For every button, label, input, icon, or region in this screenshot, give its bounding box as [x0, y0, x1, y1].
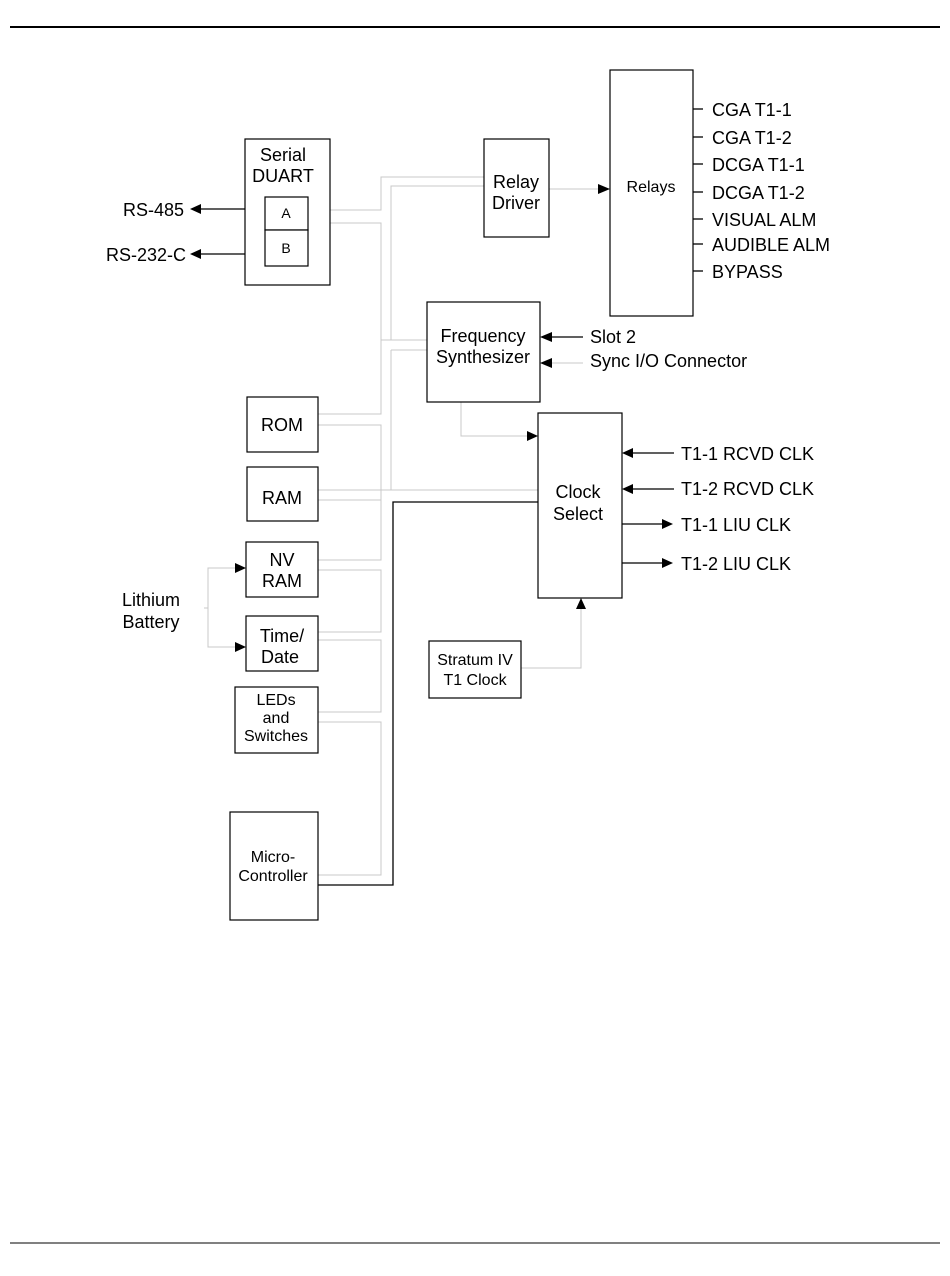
relay-output-cga-t1-1: CGA T1-1 — [712, 100, 792, 120]
rom-block: ROM — [246, 396, 319, 453]
relay-output-audible-alm: AUDIBLE ALM — [712, 235, 830, 255]
relays-block: Relays — [609, 69, 694, 317]
relay-output-dcga-t1-2: DCGA T1-2 — [712, 183, 805, 203]
relay-output-visual-alm: VISUAL ALM — [712, 210, 816, 230]
rom-label: ROM — [261, 415, 303, 435]
time-date-label-2: Date — [261, 647, 299, 667]
stratum-clock-label-1: Stratum IV — [437, 652, 513, 669]
port-b-label: B — [281, 240, 290, 256]
nv-ram-block: NV RAM — [245, 541, 319, 598]
clock-select-label-2: Select — [553, 504, 603, 524]
clock-select-block: Clock Select — [537, 412, 623, 599]
lithium-battery-label-1: Lithium — [122, 590, 180, 610]
bus-lines — [204, 176, 600, 876]
micro-controller-label-2: Controller — [238, 868, 308, 885]
ram-label: RAM — [262, 488, 302, 508]
time-date-label-1: Time/ — [260, 626, 304, 646]
serial-duart-block: Serial DUART A B — [244, 138, 331, 286]
nv-ram-label-1: NV — [269, 550, 294, 570]
ram-block: RAM — [246, 466, 319, 522]
rs485-label: RS-485 — [123, 200, 184, 220]
relay-output-dcga-t1-1: DCGA T1-1 — [712, 155, 805, 175]
leds-switches-block: LEDs and Switches — [234, 686, 319, 754]
relay-output-bypass: BYPASS — [712, 262, 783, 282]
lithium-battery-label-2: Battery — [122, 612, 179, 632]
clock-input-t1-1-label: T1-1 RCVD CLK — [681, 444, 814, 464]
clock-output-t1-1-label: T1-1 LIU CLK — [681, 515, 791, 535]
leds-switches-label-3: Switches — [244, 728, 308, 745]
clock-select-label-1: Clock — [555, 482, 601, 502]
serial-duart-label-2: DUART — [252, 166, 314, 186]
sync-io-label: Sync I/O Connector — [590, 351, 747, 371]
stratum-clock-block: Stratum IV T1 Clock — [428, 640, 522, 699]
clock-input-t1-2-label: T1-2 RCVD CLK — [681, 479, 814, 499]
frequency-synthesizer-block: Frequency Synthesizer — [426, 301, 541, 403]
frequency-synthesizer-label-1: Frequency — [440, 326, 525, 346]
micro-controller-block: Micro- Controller — [229, 811, 319, 921]
clock-output-t1-2-label: T1-2 LIU CLK — [681, 554, 791, 574]
stratum-clock-label-2: T1 Clock — [443, 672, 507, 689]
relay-output-cga-t1-2: CGA T1-2 — [712, 128, 792, 148]
relay-driver-label-2: Driver — [492, 193, 540, 213]
time-date-block: Time/ Date — [245, 615, 319, 672]
leds-switches-label-2: and — [263, 710, 290, 727]
relay-driver-label-1: Relay — [493, 172, 539, 192]
slot2-label: Slot 2 — [590, 327, 636, 347]
rs232-label: RS-232-C — [106, 245, 186, 265]
serial-duart-label-1: Serial — [260, 145, 306, 165]
leds-switches-label-1: LEDs — [256, 692, 295, 709]
micro-controller-label-1: Micro- — [251, 849, 295, 866]
arrowheads — [190, 184, 673, 652]
relays-label: Relays — [627, 179, 676, 196]
relay-output-labels: CGA T1-1 CGA T1-2 DCGA T1-1 DCGA T1-2 VI… — [712, 100, 830, 282]
nv-ram-label-2: RAM — [262, 571, 302, 591]
port-a-label: A — [281, 205, 291, 221]
frequency-synthesizer-label-2: Synthesizer — [436, 347, 530, 367]
relay-driver-block: Relay Driver — [483, 138, 550, 238]
